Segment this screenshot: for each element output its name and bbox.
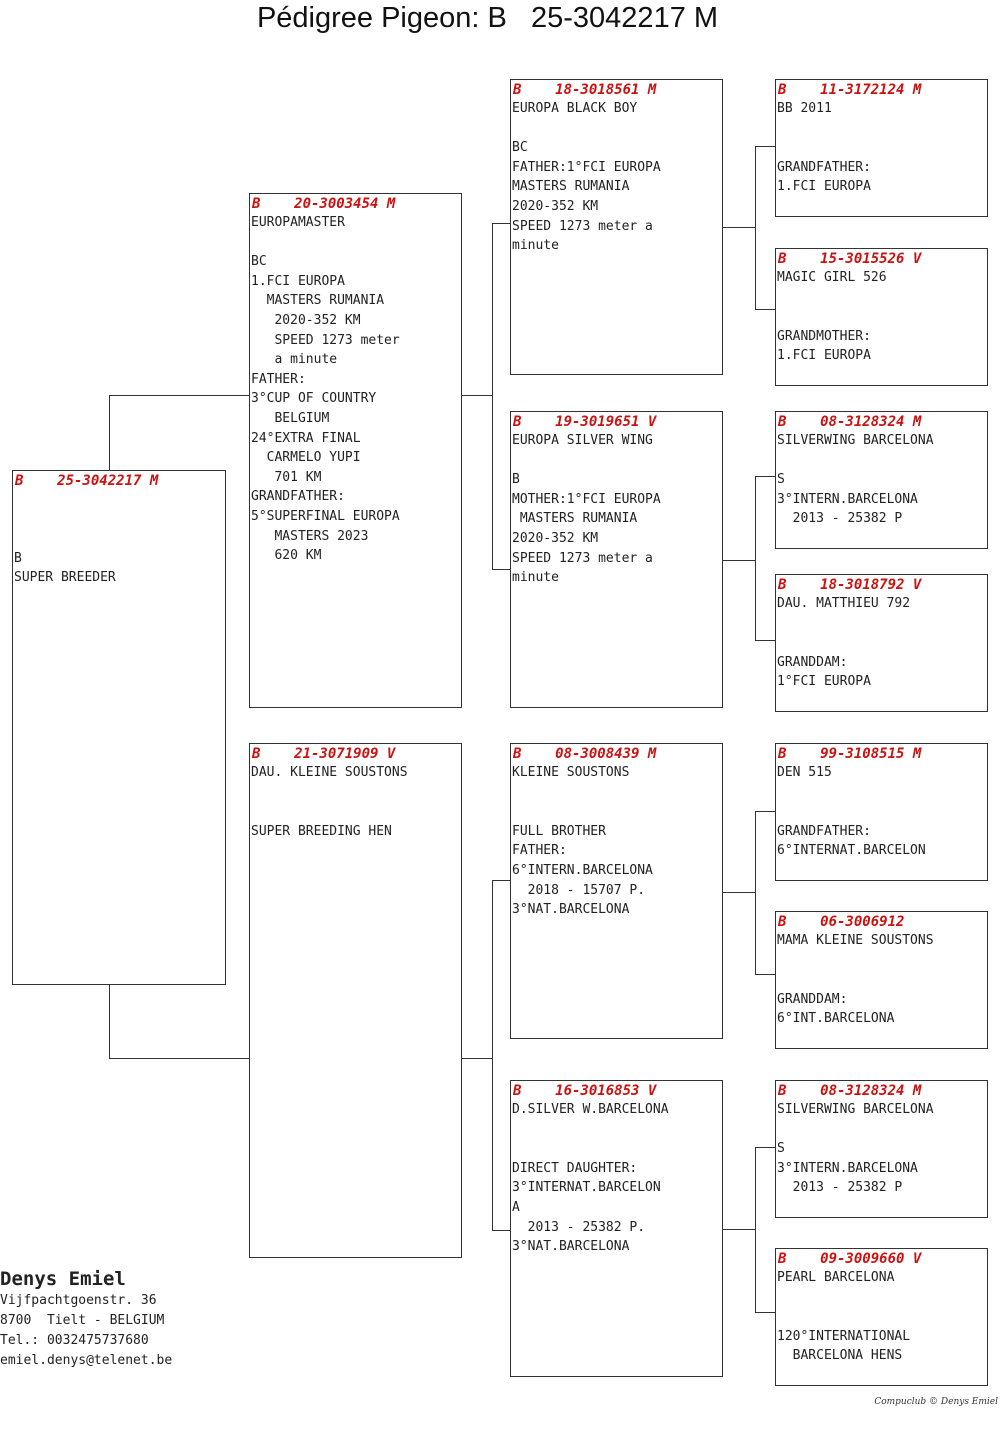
owner-city: 8700 Tielt - BELGIUM <box>0 1313 165 1328</box>
bird-info: PEARL BARCELONA 120°INTERNATIONAL BARCEL… <box>777 1270 911 1364</box>
connector-line <box>755 1312 775 1313</box>
ring-number: B 08-3128324 M <box>778 1083 922 1099</box>
bird-info: DEN 515 GRANDFATHER: 6°INTERNAT.BARCELON <box>777 765 926 859</box>
connector-line <box>492 1230 510 1231</box>
connector-line <box>109 395 249 396</box>
bird-card-ggf-2[interactable]: B 08-3128324 M SILVERWING BARCELONA S 3°… <box>775 411 988 549</box>
owner-address-block: Denys Emiel Vijfpachtgoenstr. 36 8700 Ti… <box>0 1267 172 1371</box>
connector-line <box>462 1058 492 1059</box>
bird-card-paternal-grandmother[interactable]: B 19-3019651 V EUROPA SILVER WING B MOTH… <box>510 411 723 708</box>
connector-line <box>492 880 493 1230</box>
ring-number: B 99-3108515 M <box>778 746 922 762</box>
bird-card-ggf-1[interactable]: B 11-3172124 M BB 2011 GRANDFATHER: 1.FC… <box>775 79 988 217</box>
connector-line <box>755 1147 756 1312</box>
bird-info: EUROPA BLACK BOY BC FATHER:1°FCI EUROPA … <box>512 101 661 254</box>
ring-number: B 18-3018561 M <box>513 82 657 98</box>
connector-line <box>755 476 775 477</box>
connector-line <box>492 223 510 224</box>
bird-info: BB 2011 GRANDFATHER: 1.FCI EUROPA <box>777 101 871 195</box>
connector-line <box>723 1229 755 1230</box>
bird-card-maternal-grandfather[interactable]: B 08-3008439 M KLEINE SOUSTONS FULL BROT… <box>510 743 723 1039</box>
bird-card-mother[interactable]: B 21-3071909 V DAU. KLEINE SOUSTONS SUPE… <box>249 743 462 1258</box>
bird-card-ggm-1[interactable]: B 15-3015526 V MAGIC GIRL 526 GRANDMOTHE… <box>775 248 988 386</box>
bird-info: SILVERWING BARCELONA S 3°INTERN.BARCELON… <box>777 1102 934 1196</box>
bird-card-subject[interactable]: B 25-3042217 M B SUPER BREEDER <box>12 470 226 985</box>
bird-card-maternal-grandmother[interactable]: B 16-3016853 V D.SILVER W.BARCELONA DIRE… <box>510 1080 723 1377</box>
bird-card-ggm-3[interactable]: B 06-3006912 MAMA KLEINE SOUSTONS GRANDD… <box>775 911 988 1049</box>
bird-info: EUROPAMASTER BC 1.FCI EUROPA MASTERS RUM… <box>251 215 400 564</box>
connector-line <box>755 811 775 812</box>
bird-info: SILVERWING BARCELONA S 3°INTERN.BARCELON… <box>777 433 934 527</box>
owner-phone: Tel.: 0032475737680 <box>0 1333 149 1348</box>
page-title: Pédigree Pigeon: B 25-3042217 M <box>256 2 719 34</box>
ring-number: B 18-3018792 V <box>778 577 922 593</box>
connector-line <box>755 974 775 975</box>
connector-line <box>109 985 110 1058</box>
connector-line <box>755 640 775 641</box>
connector-line <box>755 811 756 974</box>
connector-line <box>109 395 110 470</box>
ring-number: B 09-3009660 V <box>778 1251 922 1267</box>
bird-info: D.SILVER W.BARCELONA DIRECT DAUGHTER: 3°… <box>512 1102 669 1255</box>
ring-number: B 06-3006912 <box>778 914 905 930</box>
bird-card-ggm-2[interactable]: B 18-3018792 V DAU. MATTHIEU 792 GRANDDA… <box>775 574 988 712</box>
connector-line <box>723 560 755 561</box>
bird-info: B SUPER BREEDER <box>14 550 116 586</box>
bird-card-paternal-grandfather[interactable]: B 18-3018561 M EUROPA BLACK BOY BC FATHE… <box>510 79 723 375</box>
connector-line <box>109 1058 249 1059</box>
bird-info: MAGIC GIRL 526 GRANDMOTHER: 1.FCI EUROPA <box>777 270 887 364</box>
ring-number: B 20-3003454 M <box>252 196 396 212</box>
connector-line <box>755 1147 775 1148</box>
ring-number: B 15-3015526 V <box>778 251 922 267</box>
connector-line <box>462 395 492 396</box>
ring-number: B 19-3019651 V <box>513 414 657 430</box>
connector-line <box>492 223 493 569</box>
connector-line <box>755 146 775 147</box>
bird-info: MAMA KLEINE SOUSTONS GRANDDAM: 6°INT.BAR… <box>777 933 934 1027</box>
connector-line <box>723 227 755 228</box>
bird-info: DAU. MATTHIEU 792 GRANDDAM: 1°FCI EUROPA <box>777 596 911 690</box>
bird-info: EUROPA SILVER WING B MOTHER:1°FCI EUROPA… <box>512 433 661 586</box>
ring-number: B 11-3172124 M <box>778 82 922 98</box>
ring-number: B 21-3071909 V <box>252 746 396 762</box>
bird-card-ggm-4[interactable]: B 09-3009660 V PEARL BARCELONA 120°INTER… <box>775 1248 988 1386</box>
ring-number: B 08-3128324 M <box>778 414 922 430</box>
bird-card-ggf-4[interactable]: B 08-3128324 M SILVERWING BARCELONA S 3°… <box>775 1080 988 1218</box>
owner-street: Vijfpachtgoenstr. 36 <box>0 1293 157 1308</box>
ring-number: B 08-3008439 M <box>513 746 657 762</box>
footer-credit: Compuclub © Denys Emiel <box>874 1397 998 1407</box>
bird-card-ggf-3[interactable]: B 99-3108515 M DEN 515 GRANDFATHER: 6°IN… <box>775 743 988 881</box>
bird-card-father[interactable]: B 20-3003454 M EUROPAMASTER BC 1.FCI EUR… <box>249 193 462 708</box>
bird-info: DAU. KLEINE SOUSTONS SUPER BREEDING HEN <box>251 765 408 839</box>
connector-line <box>492 880 510 881</box>
connector-line <box>755 476 756 640</box>
ring-number: B 25-3042217 M <box>15 473 159 489</box>
owner-name: Denys Emiel <box>0 1268 126 1290</box>
owner-email[interactable]: emiel.denys@telenet.be <box>0 1353 173 1368</box>
connector-line <box>755 309 775 310</box>
connector-line <box>755 146 756 309</box>
connector-line <box>723 892 755 893</box>
bird-info: KLEINE SOUSTONS FULL BROTHER FATHER: 6°I… <box>512 765 653 918</box>
ring-number: B 16-3016853 V <box>513 1083 657 1099</box>
connector-line <box>492 569 510 570</box>
